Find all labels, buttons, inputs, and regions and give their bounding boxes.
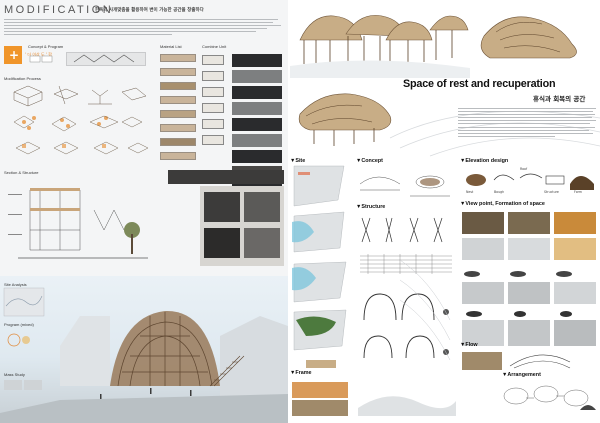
arrangement-diagram — [503, 385, 596, 410]
frame-heading-text: Frame — [295, 370, 312, 376]
site-heading-text: Site — [295, 158, 306, 164]
material-item — [160, 96, 196, 104]
frame-heading: ▼Frame — [290, 370, 312, 376]
combine-icon — [202, 135, 224, 145]
concept-icons — [29, 54, 135, 63]
frame-photo — [292, 382, 348, 416]
combine-icon — [202, 103, 224, 113]
combine-icon — [202, 71, 224, 81]
site-heading: ▼Site — [290, 158, 306, 164]
viewpoint-grid — [462, 212, 596, 346]
rest-recuperation-board: Space of rest and recuperation 휴식과 회복의 공… — [290, 0, 600, 423]
board-subtitle: 한옥의 사개맞춤을 활용하여 변이 가능한 공간을 창출하다 — [95, 8, 204, 13]
plus-badge-icon: + — [4, 46, 22, 64]
flow-heading: ▼Flow — [460, 342, 478, 348]
material-item — [160, 82, 196, 90]
section-diagram — [8, 188, 148, 259]
combine-icon — [202, 55, 224, 65]
board-title: Space of rest and recuperation — [403, 78, 556, 90]
viewpoint-heading-text: View point, Formation of space — [465, 201, 545, 207]
section-photos — [200, 186, 284, 266]
intro-text-block — [4, 19, 284, 39]
material-item — [160, 68, 196, 76]
arrangement-heading-text: Arrangement — [507, 372, 541, 378]
modification-process-diagram — [13, 85, 149, 155]
material-item — [160, 124, 196, 132]
combine-photo — [232, 86, 282, 99]
material-item — [160, 138, 196, 146]
flow-heading-text: Flow — [465, 342, 478, 348]
combine-unit-grid — [200, 46, 284, 227]
combine-photo — [232, 102, 282, 115]
structure-diagrams — [360, 217, 452, 359]
site-analysis-panel: Site Analysis Program (mixed) Mass Study — [0, 276, 288, 423]
board-title: MODIFICATION — [4, 4, 114, 16]
material-item — [160, 110, 196, 118]
combine-photo — [232, 134, 282, 147]
concept-heading-text: Concept — [361, 158, 383, 164]
hero-render — [290, 15, 577, 78]
dark-banner — [168, 170, 284, 184]
program-label: Program (mixed) — [4, 322, 34, 327]
linework-plan — [399, 259, 451, 361]
flow-diagram — [462, 352, 571, 370]
site-maps — [292, 165, 347, 368]
terrain-render — [358, 396, 456, 416]
structure-heading-text: Structure — [361, 204, 386, 210]
material-label: Material List — [160, 44, 182, 49]
description-text — [458, 108, 596, 148]
arrangement-heading: ▼Arrangement — [502, 372, 541, 378]
elevation-label-nest: Nest — [466, 190, 474, 194]
modification-board: MODIFICATION 한옥의 사개맞춤을 활용하여 변이 가능한 공간을 창… — [0, 0, 288, 423]
concept-label: Concept & Program — [28, 44, 64, 49]
material-item — [160, 54, 196, 62]
combine-photo — [232, 54, 282, 67]
site-render — [0, 287, 288, 423]
elevation-heading-text: Elevation design — [465, 158, 509, 164]
concept-sketches — [359, 175, 450, 197]
section-label: Section & Structure — [4, 170, 39, 175]
material-item — [160, 152, 196, 160]
combine-icon — [202, 87, 224, 97]
elevation-label-form: Form — [574, 190, 583, 194]
board-subtitle: 휴식과 회복의 공간 — [533, 95, 586, 103]
side-render — [298, 93, 392, 146]
elevation-heading: ▼Elevation design — [460, 158, 509, 164]
combine-icon — [202, 119, 224, 129]
elevation-design-diagram — [466, 173, 594, 190]
modification-label: Modification Process — [4, 76, 41, 81]
combine-photo — [232, 70, 282, 83]
badge-caption: ' 더 이상 도 ' 합 — [25, 52, 52, 57]
elevation-label-bough: Bough — [494, 190, 505, 194]
combine-photo — [232, 150, 282, 163]
elevation-label-structure: Structure — [544, 190, 559, 194]
combine-label: Combine Unit — [202, 44, 227, 49]
structure-heading: ▼Structure — [356, 204, 386, 210]
concept-heading: ▼Concept — [356, 158, 383, 164]
concept-diagram — [26, 50, 154, 72]
elevation-label-roof: Roof — [520, 167, 528, 171]
combine-photo — [232, 118, 282, 131]
viewpoint-heading: ▼View point, Formation of space — [460, 201, 545, 207]
material-list — [160, 46, 198, 221]
site-analysis-label: Site Analysis — [4, 282, 27, 287]
mass-study-label: Mass Study — [4, 372, 25, 377]
concept-strip — [66, 52, 146, 66]
